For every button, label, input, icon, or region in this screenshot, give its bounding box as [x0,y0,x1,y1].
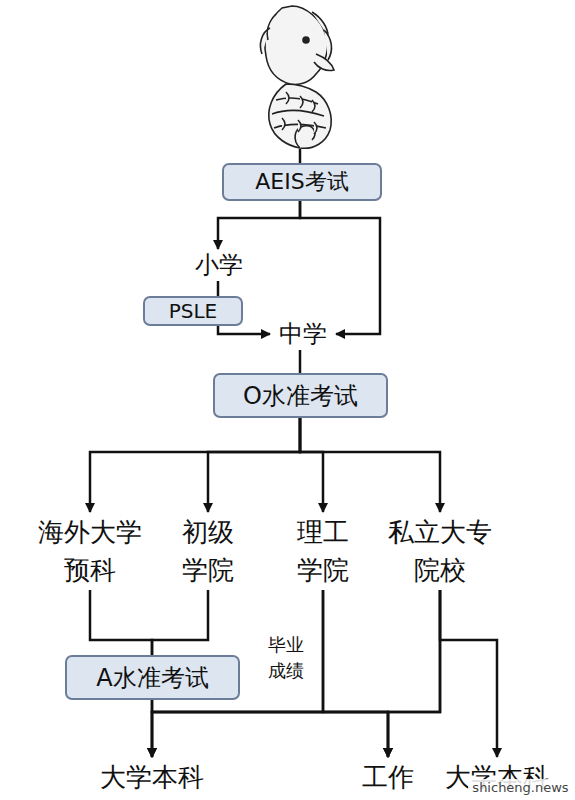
connector-arrow [300,201,380,334]
connector-line [90,590,152,655]
connector-line [299,149,302,163]
path-text: 初级 学院 [176,512,240,590]
stage-text: 小学 [190,249,248,281]
connector-arrow [152,590,440,757]
connector-line [152,590,208,655]
stage-text: 中学 [270,318,336,350]
path-text: 私立大专 院校 [384,512,496,590]
node-text: 海外大学 预科 [33,513,147,589]
connector-line [217,281,220,296]
connector-arrow [90,418,300,512]
node-text: 工作 [362,759,414,795]
node-text: 小学 [195,250,243,280]
connector-line [299,350,302,373]
node-text: A水准考试 [96,663,208,693]
node-text: 大学本科 [100,759,204,795]
node-text: 理工 学院 [291,513,355,589]
connector-arrow [152,590,323,757]
connector-arrow [218,201,300,249]
connector-arrow [152,700,388,757]
connector-arrow [440,590,497,757]
path-text: 海外大学 预科 [33,512,147,590]
outcome-text: 大学本科 [93,757,211,797]
edge-note: 毕业 成绩 [265,632,307,684]
path-text: 理工 学院 [291,512,355,590]
node-text: O水准考试 [243,381,358,411]
exam-box: PSLE [143,296,243,326]
connector-arrow [300,418,440,512]
exam-box: AEIS考试 [222,163,382,201]
connector-arrow [218,326,270,334]
exam-box: O水准考试 [213,373,388,418]
connector-arrow [388,590,440,757]
node-text: AEIS考试 [255,167,348,197]
connector-arrow [208,418,300,512]
connector-arrow [323,590,388,757]
outcome-text: 工作 [358,757,418,797]
watermark: shicheng.news [468,779,573,797]
exam-box: A水准考试 [65,655,240,700]
node-text: 中学 [279,319,327,349]
node-text: 私立大专 院校 [384,513,496,589]
node-text: 初级 学院 [176,513,240,589]
connector-arrow [300,418,323,512]
node-text: PSLE [169,298,218,324]
